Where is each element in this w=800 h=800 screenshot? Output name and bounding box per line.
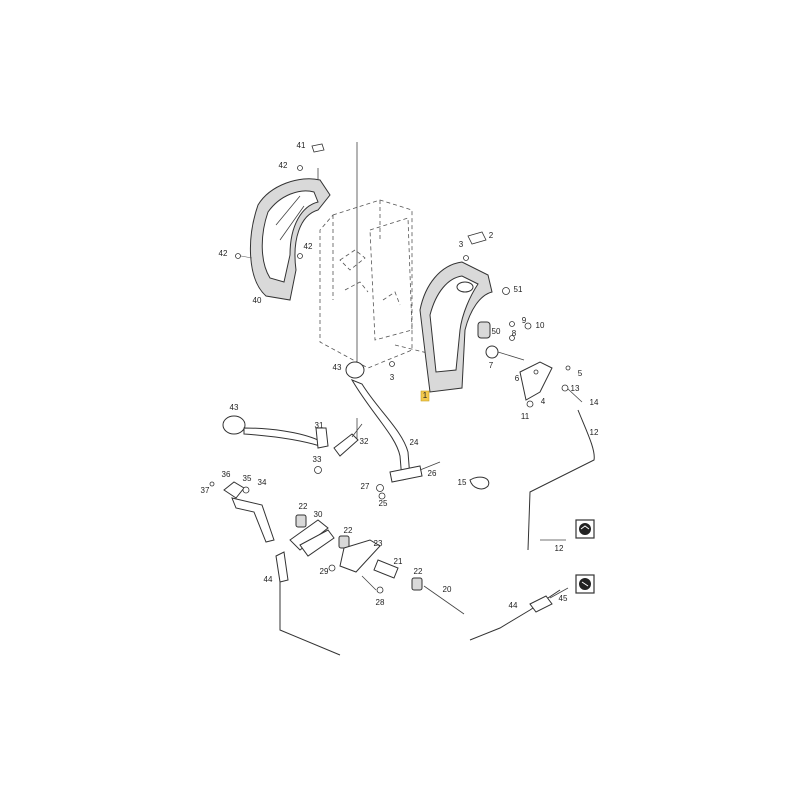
part-label-p22b: 22: [344, 526, 353, 535]
part-label-p12a: 12: [590, 428, 599, 437]
part-label-highlight: [420, 390, 430, 402]
part-label-p26: 26: [428, 469, 437, 478]
part-label-p34: 34: [258, 478, 267, 487]
part-label-p44a: 44: [264, 575, 273, 584]
part-label-p6: 6: [515, 374, 520, 383]
part-label-p45: 45: [559, 594, 568, 603]
part-label-p32: 32: [360, 437, 369, 446]
part-label-p51: 51: [514, 285, 523, 294]
part-label-p37: 37: [201, 486, 210, 495]
part-label-p36: 36: [222, 470, 231, 479]
part-label-p30: 30: [314, 510, 323, 519]
part-label-p43b: 43: [230, 403, 239, 412]
part-label-p42b: 42: [304, 242, 313, 251]
part-label-p42c: 42: [219, 249, 228, 258]
part-label-p9: 9: [522, 316, 527, 325]
part-label-p28: 28: [376, 598, 385, 607]
part-label-p25: 25: [379, 499, 388, 508]
part-label-p11: 11: [521, 412, 530, 421]
part-label-p24: 24: [410, 438, 419, 447]
left-housing: [235, 143, 331, 301]
part-label-p22a: 22: [299, 502, 308, 511]
part-label-p3a: 3: [459, 240, 464, 249]
part-label-p21: 21: [394, 557, 403, 566]
part-label-p40: 40: [253, 296, 262, 305]
part-label-p31: 31: [315, 421, 324, 430]
part-label-p23: 23: [374, 539, 383, 548]
shift-levers: [222, 361, 490, 500]
part-label-p42a: 42: [279, 161, 288, 170]
reference-badges: [575, 519, 595, 594]
part-label-p3b: 3: [390, 373, 395, 382]
part-label-p50: 50: [492, 327, 501, 336]
part-label-p5: 5: [578, 369, 583, 378]
lower-linkage: [209, 481, 465, 615]
part-label-p33: 33: [313, 455, 322, 464]
part-label-p27: 27: [361, 482, 370, 491]
part-label-p20: 20: [443, 585, 452, 594]
part-label-p35: 35: [243, 474, 252, 483]
part-label-p14: 14: [590, 398, 599, 407]
part-label-p2: 2: [489, 231, 494, 240]
control-cables: [279, 409, 595, 656]
part-label-p12b: 12: [555, 544, 564, 553]
part-label-p44b: 44: [509, 601, 518, 610]
part-label-p10: 10: [536, 321, 545, 330]
part-label-p29: 29: [320, 567, 329, 576]
part-label-p7: 7: [489, 361, 494, 370]
right-housing: [389, 231, 583, 408]
part-label-p4: 4: [541, 397, 546, 406]
part-label-p41: 41: [297, 141, 306, 150]
part-label-p43a: 43: [333, 363, 342, 372]
part-label-p15: 15: [458, 478, 467, 487]
part-label-p8: 8: [512, 329, 517, 338]
part-label-p22c: 22: [414, 567, 423, 576]
part-label-p13: 13: [571, 384, 580, 393]
part-label-p1: 1: [423, 391, 428, 400]
